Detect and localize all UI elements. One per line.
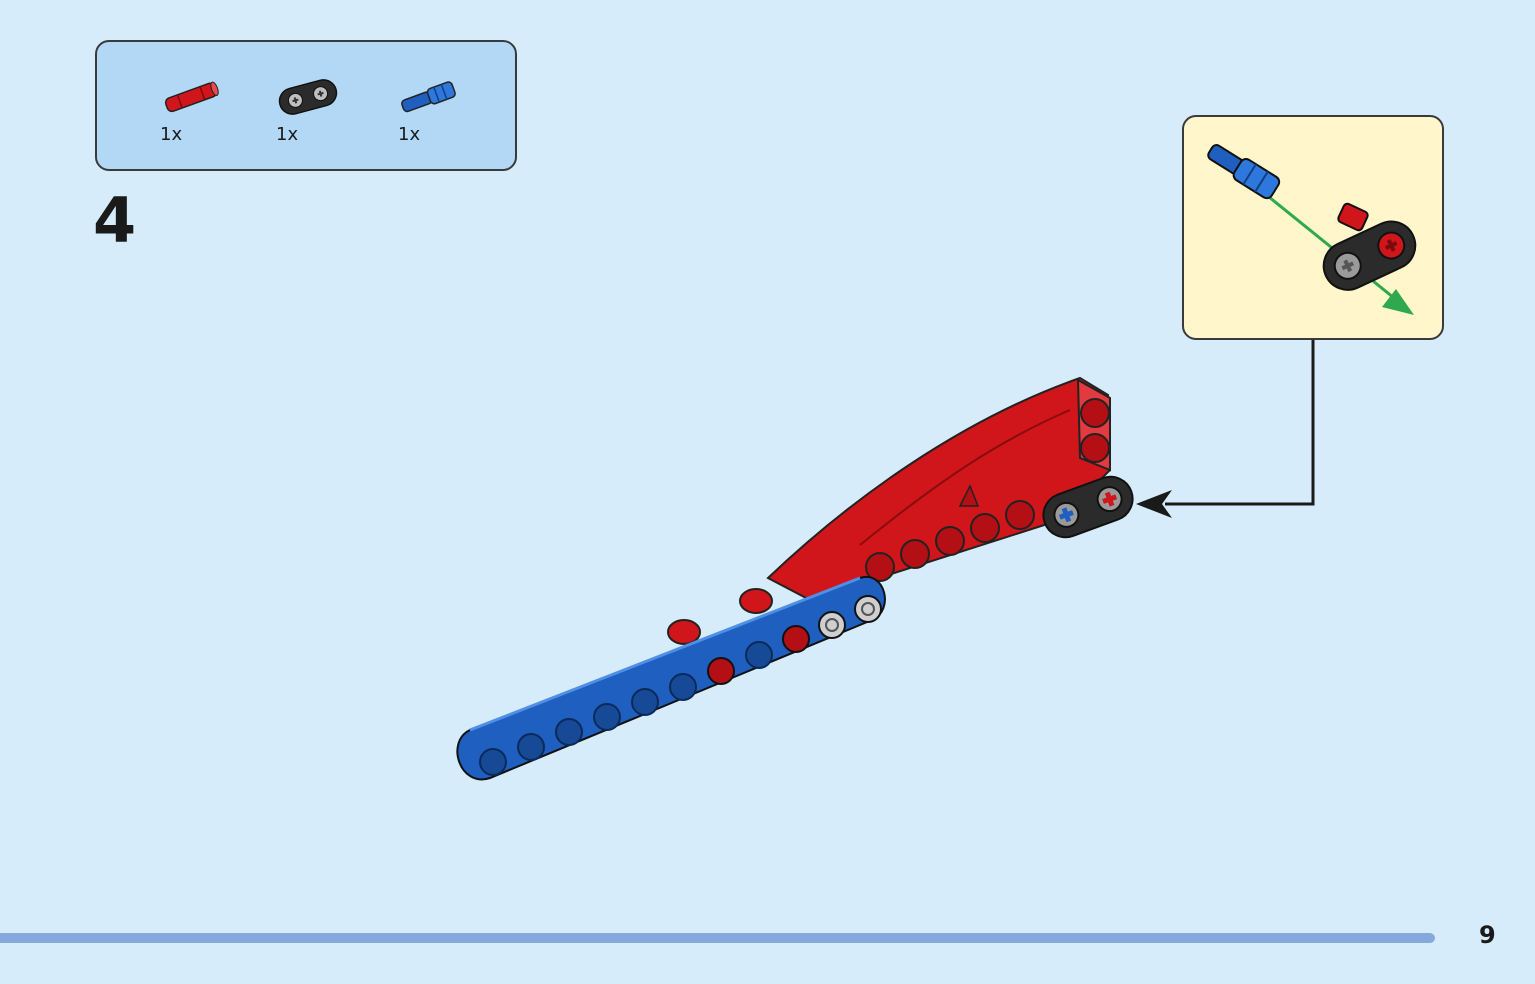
sub-assembly-illustration	[1207, 144, 1417, 315]
blue-axle-pin-icon	[1207, 144, 1281, 200]
part-qty: 1x	[276, 124, 299, 145]
black-connector	[1042, 475, 1134, 539]
part-blue-axle-pin: 1x	[395, 72, 475, 152]
red-panel-beam	[766, 376, 1112, 602]
red-axle-pin-icon	[1337, 202, 1369, 232]
pointer-arrow-icon	[1136, 340, 1315, 518]
callout-box	[1182, 115, 1444, 340]
blue-axle-pin-icon	[401, 81, 456, 113]
blue-beam	[456, 575, 886, 781]
black-connector-icon	[278, 79, 338, 115]
part-red-axle-pin: 1x	[157, 72, 237, 152]
page-footer-bar	[0, 933, 1435, 943]
red-pins	[667, 588, 773, 645]
parts-list-box: 1x 1x 1x	[95, 40, 517, 171]
part-qty: 1x	[398, 124, 421, 145]
page-number: 9	[1479, 921, 1496, 949]
part-qty: 1x	[160, 124, 183, 145]
red-axle-pin-icon	[164, 81, 219, 113]
step-number: 4	[93, 184, 137, 257]
part-black-connector: 1x	[273, 72, 353, 152]
black-connector-icon	[1322, 220, 1417, 291]
